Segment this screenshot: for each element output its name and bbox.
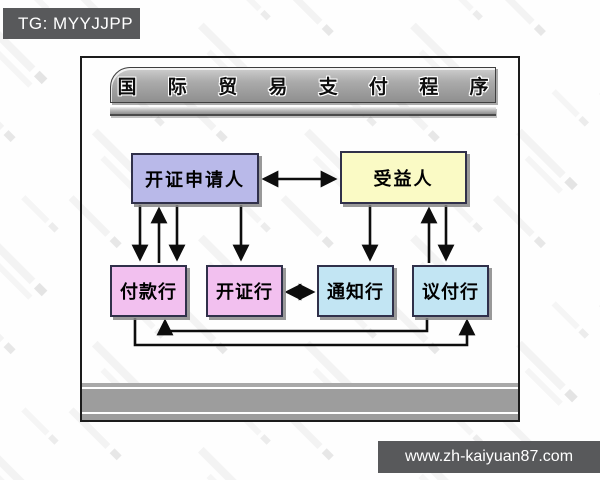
- tg-watermark-tag: TG: MYYJJPP: [3, 8, 140, 39]
- node-advising-bank-label: 通知行: [327, 282, 384, 302]
- node-negotiating-bank-label: 议付行: [422, 282, 479, 302]
- site-watermark-text: www.zh-kaiyuan87.com: [404, 448, 574, 465]
- node-beneficiary: 受益人: [340, 151, 467, 204]
- edge-negotiating-paying-routed: [156, 318, 429, 336]
- tg-watermark-text: TG: MYYJJPP: [18, 13, 134, 33]
- node-beneficiary-label: 受益人: [373, 168, 434, 189]
- node-issuing-bank: 开证行: [206, 265, 283, 317]
- connector-arrows: [131, 170, 476, 347]
- node-applicant-label: 开证申请人: [145, 169, 245, 190]
- node-issuing-bank-label: 开证行: [216, 282, 273, 302]
- slide-frame: 国 际 贸 易 支 付 程 序: [80, 56, 520, 422]
- node-advising-bank: 通知行: [317, 265, 394, 317]
- site-watermark-tag: www.zh-kaiyuan87.com: [378, 441, 600, 473]
- node-paying-bank: 付款行: [110, 265, 187, 317]
- node-paying-bank-label: 付款行: [120, 282, 177, 302]
- node-applicant: 开证申请人: [131, 153, 259, 204]
- node-negotiating-bank: 议付行: [412, 265, 489, 317]
